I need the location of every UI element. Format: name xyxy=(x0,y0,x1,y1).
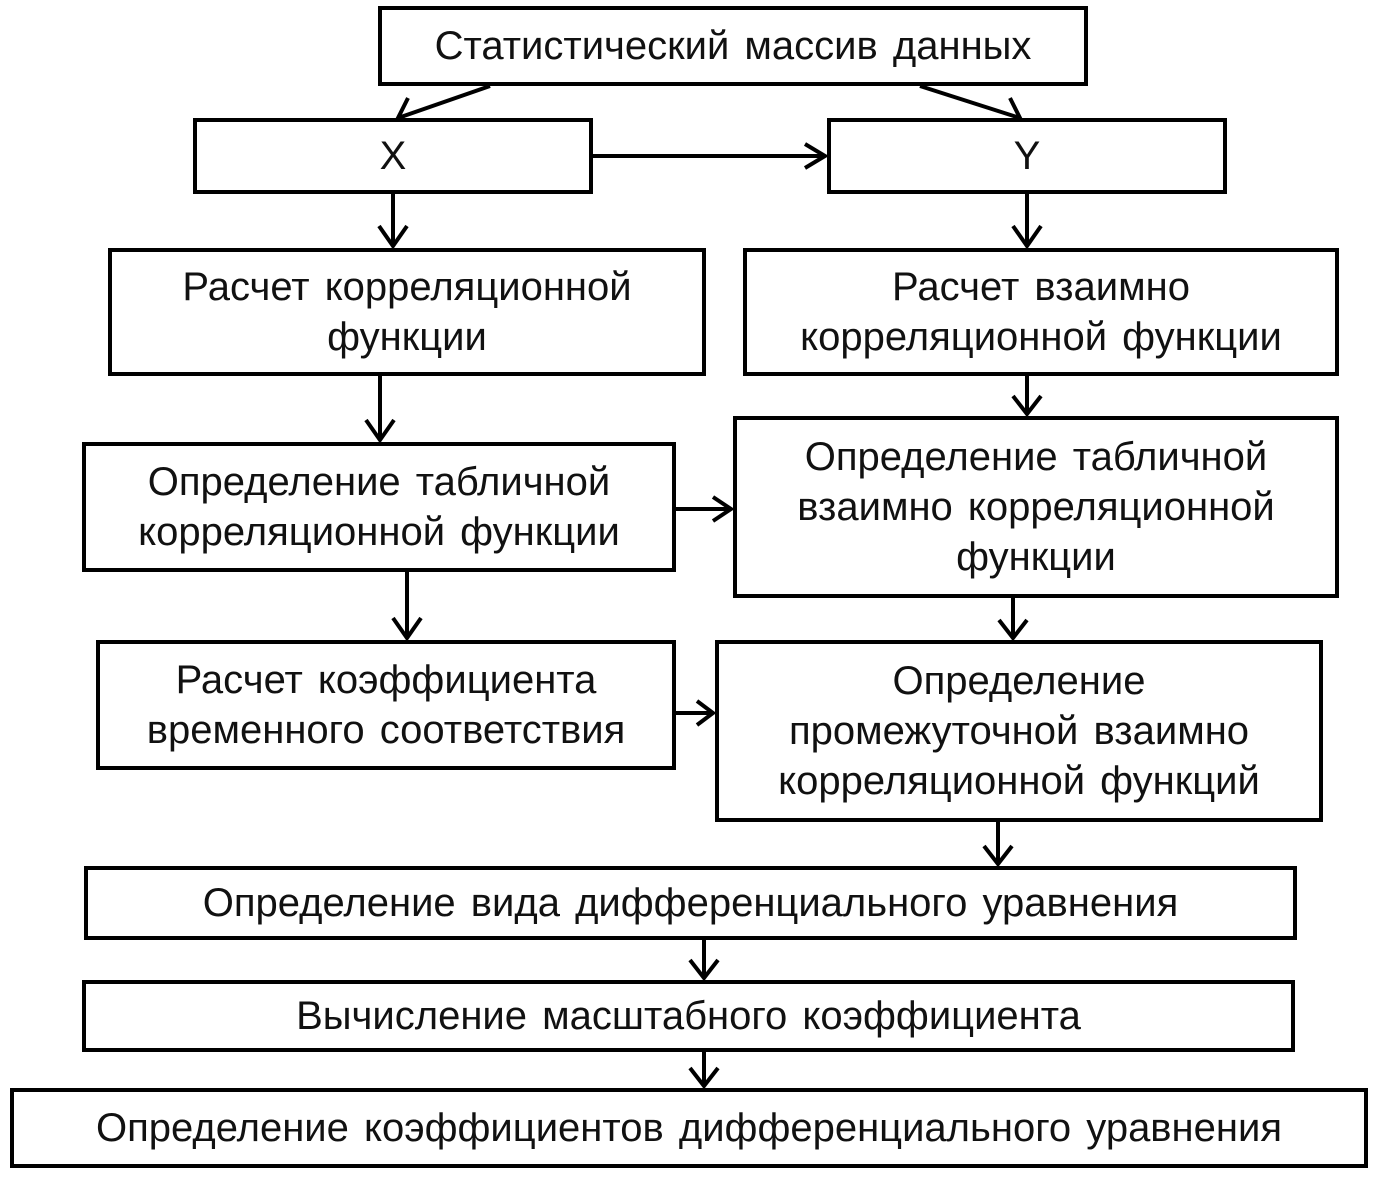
node-time-correspondence-coefficient: Расчет коэффициента временного соответст… xyxy=(96,640,676,770)
node-scale-coefficient: Вычисление масштабного коэффициента xyxy=(82,980,1295,1052)
arrow-x-to-y xyxy=(593,142,829,170)
arrow-y-to-right-1 xyxy=(1011,194,1043,250)
arrow-left-1-to-left-2 xyxy=(364,376,396,444)
arrow-bottom-2-to-bottom-3 xyxy=(688,1052,720,1090)
node-intermediate-cross-correlation-function: Определение промежуточной взаимно коррел… xyxy=(715,640,1323,822)
arrow-right-1-to-right-2 xyxy=(1011,376,1043,418)
arrow-left-2-to-right-2 xyxy=(676,495,735,523)
node-statistical-data-array: Статистический массив данных xyxy=(378,6,1088,86)
node-x: X xyxy=(193,118,593,194)
node-tabular-cross-correlation-function: Определение табличной взаимно корреляцио… xyxy=(733,416,1339,598)
arrow-bottom-1-to-bottom-2 xyxy=(688,940,720,982)
node-y: Y xyxy=(827,118,1227,194)
arrow-left-3-to-right-3 xyxy=(676,699,717,727)
node-cross-correlation-function-calc: Расчет взаимно корреляционной функции xyxy=(743,248,1339,376)
arrow-left-2-to-left-3 xyxy=(391,572,423,642)
arrow-x-to-left-1 xyxy=(377,194,409,250)
node-correlation-function-calc: Расчет корреляционной функции xyxy=(108,248,706,376)
node-differential-equation-coefficients: Определение коэффициентов дифференциальн… xyxy=(10,1088,1368,1168)
arrow-right-2-to-right-3 xyxy=(997,598,1029,642)
arrow-right-3-to-bottom-1 xyxy=(982,822,1014,868)
node-tabular-correlation-function: Определение табличной корреляционной фун… xyxy=(82,442,676,572)
node-differential-equation-type: Определение вида дифференциального уравн… xyxy=(84,866,1297,940)
